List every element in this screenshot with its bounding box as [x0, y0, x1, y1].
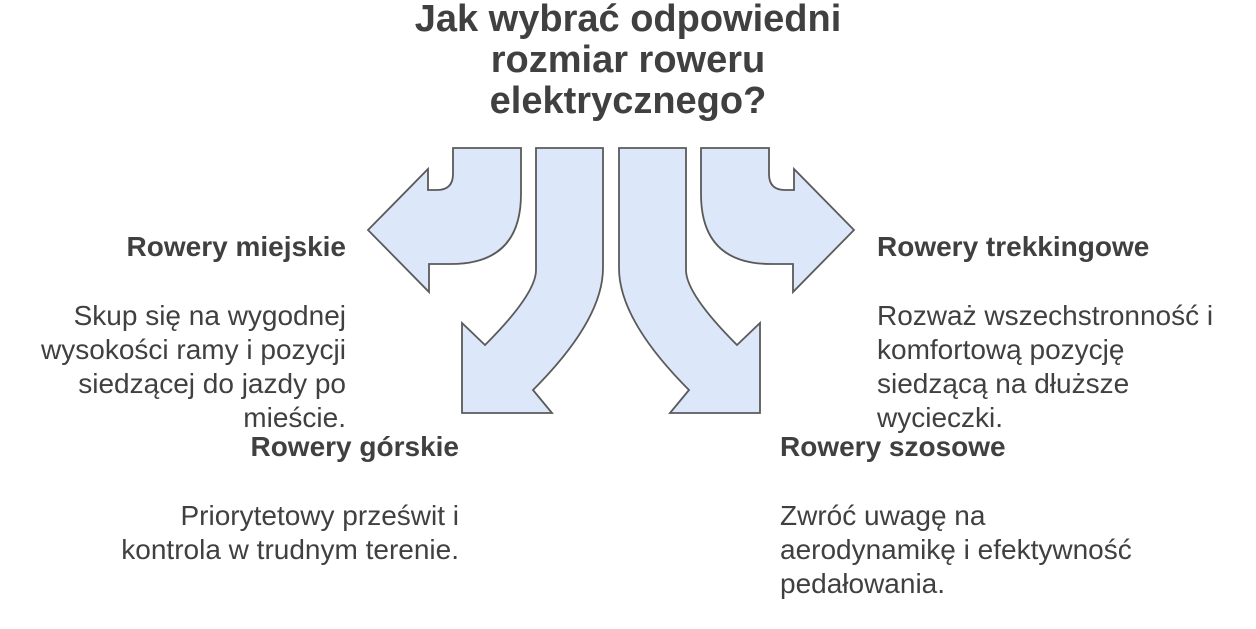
arrow-down-left-icon: [461, 147, 604, 414]
branch-rowery-szosowe: Rowery szosowe Zwróć uwagę na aerodynami…: [780, 411, 1132, 619]
branch-label: Rowery szosowe: [780, 431, 1006, 462]
branch-rowery-gorskie: Rowery górskie Priorytetowy prześwit i k…: [121, 411, 459, 585]
arrow-left-icon: [366, 147, 522, 295]
branch-label: Rowery trekkingowe: [877, 231, 1150, 262]
branch-description: Zwróć uwagę na aerodynamikę i efektywnoś…: [780, 500, 1132, 599]
branch-rowery-miejskie: Rowery miejskie Skup się na wygodnej wys…: [41, 211, 346, 453]
branch-description: Skup się na wygodnej wysokości ramy i po…: [41, 300, 346, 433]
branch-description: Rozważ wszechstronność i komfortową pozy…: [877, 300, 1214, 433]
page-title: Jak wybrać odpowiedni rozmiar roweru ele…: [414, 0, 842, 122]
branch-label: Rowery miejskie: [126, 231, 346, 262]
branch-label: Rowery górskie: [250, 431, 459, 462]
arrow-right-icon: [700, 147, 856, 295]
branch-description: Priorytetowy prześwit i kontrola w trudn…: [121, 500, 459, 565]
branch-rowery-trekkingowe: Rowery trekkingowe Rozważ wszechstronnoś…: [877, 211, 1213, 453]
arrow-down-right-icon: [618, 147, 761, 414]
